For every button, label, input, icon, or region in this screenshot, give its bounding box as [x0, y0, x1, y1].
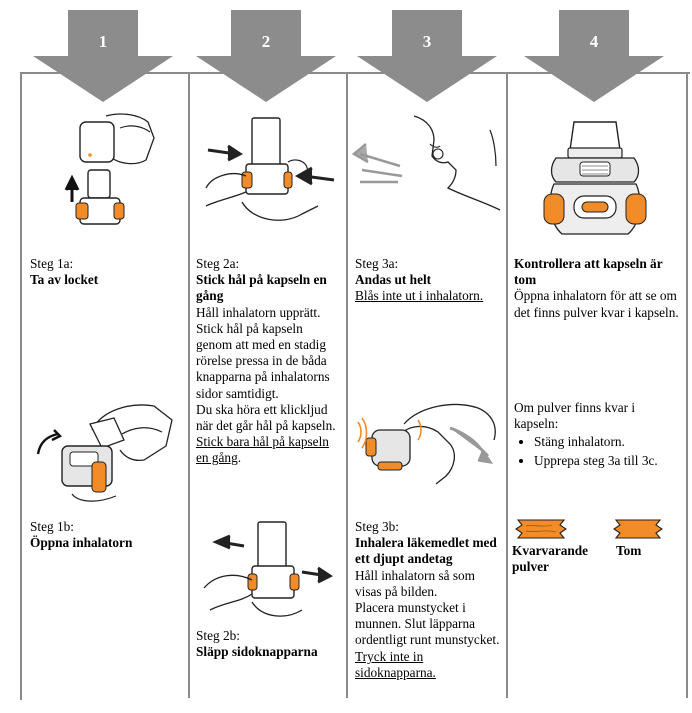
step-arrow-3: 3	[357, 10, 497, 102]
step-3a-label: Steg 3a:	[355, 256, 399, 271]
step-2b-title: Släpp sidoknapparna	[196, 644, 318, 660]
step-arrow-4: 4	[524, 10, 664, 102]
inhale-illustration	[357, 403, 496, 485]
step-2b-label: Steg 2b:	[196, 628, 240, 643]
step-2a-label: Steg 2a:	[196, 256, 240, 271]
step-arrow-1: 1	[33, 10, 173, 102]
step-number: 1	[98, 32, 108, 51]
release-buttons-illustration	[203, 521, 333, 617]
step-3b-body-1: Håll inhalatorn så som visas på bilden.	[355, 567, 476, 599]
empty-capsule-icon	[613, 519, 663, 539]
step-3a-text: Steg 3a: Andas ut helt Blås inte ut i in…	[355, 256, 501, 305]
instruction-frame	[20, 72, 690, 700]
step-4-title: Kontrollera att kapseln är tom	[514, 256, 663, 288]
step-2a-body-2: Stick hål på kapseln genom att med en st…	[196, 320, 330, 401]
step-1a-title: Ta av locket	[30, 272, 99, 288]
step-3b-label: Steg 3b:	[355, 519, 399, 534]
column-2	[188, 72, 348, 698]
pierce-capsule-illustration	[205, 117, 335, 221]
list-item: Stäng inhalatorn.	[534, 434, 682, 450]
down-arrow-icon	[33, 10, 173, 102]
step-4-remaining-text: Om pulver finns kvar i kapseln: Stäng in…	[514, 400, 682, 471]
step-3b-title: Inhalera läkemedlet med ett djupt andeta…	[355, 535, 497, 567]
list-item: Upprepa steg 3a till 3c.	[534, 453, 682, 469]
step-2a-title: Stick hål på kapseln en gång	[196, 272, 327, 304]
step-number: 4	[589, 32, 599, 51]
open-inhaler-illustration	[36, 404, 173, 502]
step-4-if-text: Om pulver finns kvar i kapseln:	[514, 400, 636, 432]
column-1	[20, 72, 190, 698]
step-1b-label: Steg 1b:	[30, 519, 74, 534]
down-arrow-icon	[524, 10, 664, 102]
step-1b-title: Öppna inhalatorn	[30, 535, 133, 551]
step-number: 2	[261, 32, 271, 51]
step-3b-warning: Tryck inte in sidoknapparna.	[355, 648, 436, 680]
step-2a-text: Steg 2a: Stick hål på kapseln en gång Hå…	[196, 256, 342, 467]
step-1a-text: Steg 1a: Ta av locket	[30, 256, 180, 288]
remove-cap-illustration	[64, 113, 155, 225]
step-4-body: Öppna inhalatorn för att se om det finns…	[514, 288, 679, 320]
step-2a-body-1: Håll inhalatorn upprätt.	[196, 304, 321, 320]
step-3b-body-2: Placera munstycket i munnen. Slut läppar…	[355, 600, 500, 648]
step-1a-label: Steg 1a:	[30, 256, 74, 271]
step-2b-text: Steg 2b: Släpp sidoknapparna	[196, 628, 342, 660]
step-number: 3	[422, 32, 432, 51]
legend-remaining-powder: Kvarvarande pulver	[512, 543, 589, 574]
step-2a-warning: Stick bara hål på kapseln en gång.	[196, 434, 329, 466]
capsule-with-powder-icon	[515, 519, 567, 539]
exhale-illustration	[352, 115, 501, 211]
step-2a-body-3: Du ska höra ett klickljud när det går hå…	[196, 401, 336, 434]
step-1b-text: Steg 1b: Öppna inhalatorn	[30, 519, 180, 551]
down-arrow-icon	[196, 10, 336, 102]
step-4-text: Kontrollera att kapseln är tom Öppna inh…	[514, 256, 682, 321]
step-arrow-2: 2	[196, 10, 336, 102]
column-4	[506, 72, 688, 698]
step-3a-warning: Blås inte ut i inhalatorn.	[355, 288, 484, 304]
down-arrow-icon	[357, 10, 497, 102]
column-3	[346, 72, 508, 698]
step-3b-text: Steg 3b: Inhalera läkemedlet med ett dju…	[355, 519, 501, 681]
check-capsule-illustration	[543, 121, 647, 235]
step-3a-title: Andas ut helt	[355, 272, 432, 288]
legend-empty: Tom	[616, 543, 642, 558]
step-4-bullets: Stäng inhalatorn. Upprepa steg 3a till 3…	[514, 434, 682, 468]
